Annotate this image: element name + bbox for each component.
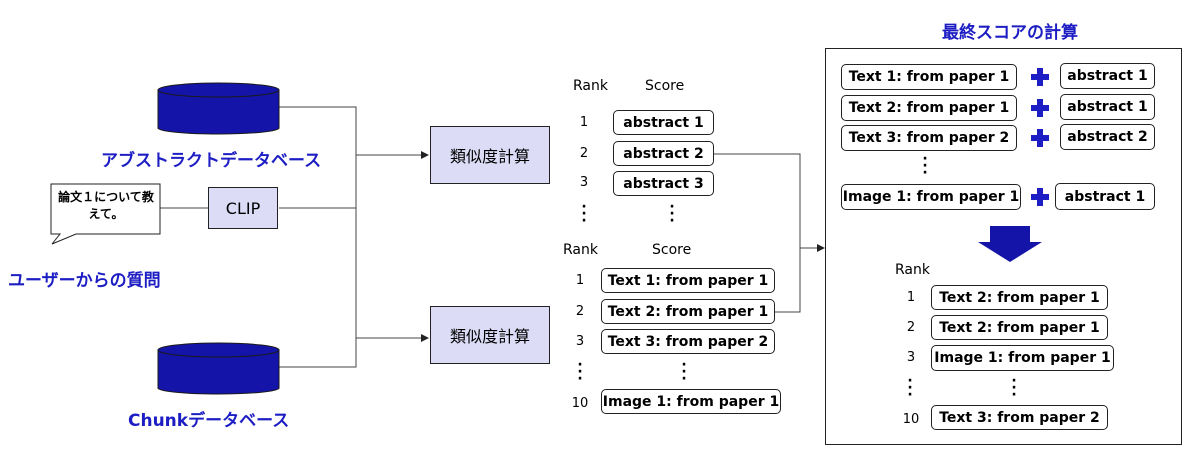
clip-encoder-box: CLIP	[208, 187, 278, 229]
final-rank-header: Rank	[895, 262, 930, 278]
chunk-database-label: Chunkデータベース	[128, 411, 290, 431]
abstract-score-item: abstract 1	[613, 110, 714, 135]
chunk-score-item: Text 3: from paper 2	[601, 329, 775, 354]
down-arrow-icon	[978, 226, 1042, 262]
final-abstract-item: abstract 1	[1060, 94, 1155, 120]
speech-bubble-icon	[50, 183, 161, 245]
abstract-rank-number: 3	[579, 175, 589, 190]
abstract-score-item: abstract 2	[613, 141, 714, 166]
final-abstract-item: abstract 1	[1055, 183, 1155, 210]
chunk-rank-header: Rank	[563, 242, 598, 258]
final-chunk-item: Text 2: from paper 1	[841, 95, 1017, 121]
similarity-calc-box-abstract: 類似度計算	[430, 126, 550, 184]
chunk-rank-number: 10	[571, 396, 589, 411]
ellipsis-dots: ···	[922, 151, 928, 181]
abstract-rank-number: 1	[579, 115, 589, 130]
final-rank-item: Text 2: from paper 1	[931, 315, 1108, 340]
final-abstract-item: abstract 1	[1060, 63, 1155, 89]
abstract-rank-number: 2	[579, 146, 589, 161]
chunk-rank-number: 1	[575, 273, 585, 288]
abstract-database-label: アブストラクトデータベース	[101, 151, 322, 171]
final-rank-number: 10	[902, 412, 920, 427]
chunk-database-icon	[157, 342, 280, 395]
final-chunk-item: Text 3: from paper 2	[841, 125, 1017, 151]
final-chunk-item: Image 1: from paper 1	[841, 184, 1021, 210]
final-score-title: 最終スコアの計算	[942, 23, 1078, 43]
final-chunk-item: Text 1: from paper 1	[841, 64, 1017, 90]
final-rank-number: 1	[906, 290, 916, 305]
abstract-score-item: abstract 3	[613, 171, 714, 196]
chunk-score-item: Text 2: from paper 1	[601, 299, 775, 324]
final-rank-item: Text 3: from paper 2	[931, 405, 1108, 430]
chunk-score-header: Score	[652, 242, 692, 258]
plus-icon	[1031, 68, 1049, 86]
final-rank-number: 2	[906, 320, 916, 335]
user-question-label: ユーザーからの質問	[8, 271, 161, 291]
ellipsis-dots: ···	[1011, 373, 1017, 403]
chunk-score-item: Text 1: from paper 1	[601, 268, 775, 293]
similarity-calc-box-chunk: 類似度計算	[430, 306, 550, 364]
ellipsis-dots: ···	[669, 199, 675, 229]
final-abstract-item: abstract 2	[1060, 124, 1155, 150]
question-bubble-text: 論文１について教えて。	[58, 190, 154, 221]
chunk-rank-number: 2	[575, 304, 585, 319]
abstract-database-icon	[157, 82, 280, 135]
ellipsis-dots: ···	[681, 357, 687, 387]
ellipsis-dots: ···	[581, 199, 587, 229]
plus-icon	[1031, 129, 1049, 147]
plus-icon	[1031, 99, 1049, 117]
chunk-score-item: Image 1: from paper 1	[601, 389, 781, 414]
plus-icon	[1031, 188, 1049, 206]
final-score-panel	[825, 48, 1182, 445]
final-rank-number: 3	[906, 350, 916, 365]
ellipsis-dots: ···	[577, 357, 583, 387]
chunk-rank-number: 3	[575, 334, 585, 349]
abstract-score-header: Score	[645, 78, 685, 94]
ellipsis-dots: ···	[907, 373, 913, 403]
abstract-rank-header: Rank	[573, 78, 608, 94]
final-rank-item: Text 2: from paper 1	[931, 285, 1108, 310]
final-rank-item: Image 1: from paper 1	[931, 345, 1114, 371]
